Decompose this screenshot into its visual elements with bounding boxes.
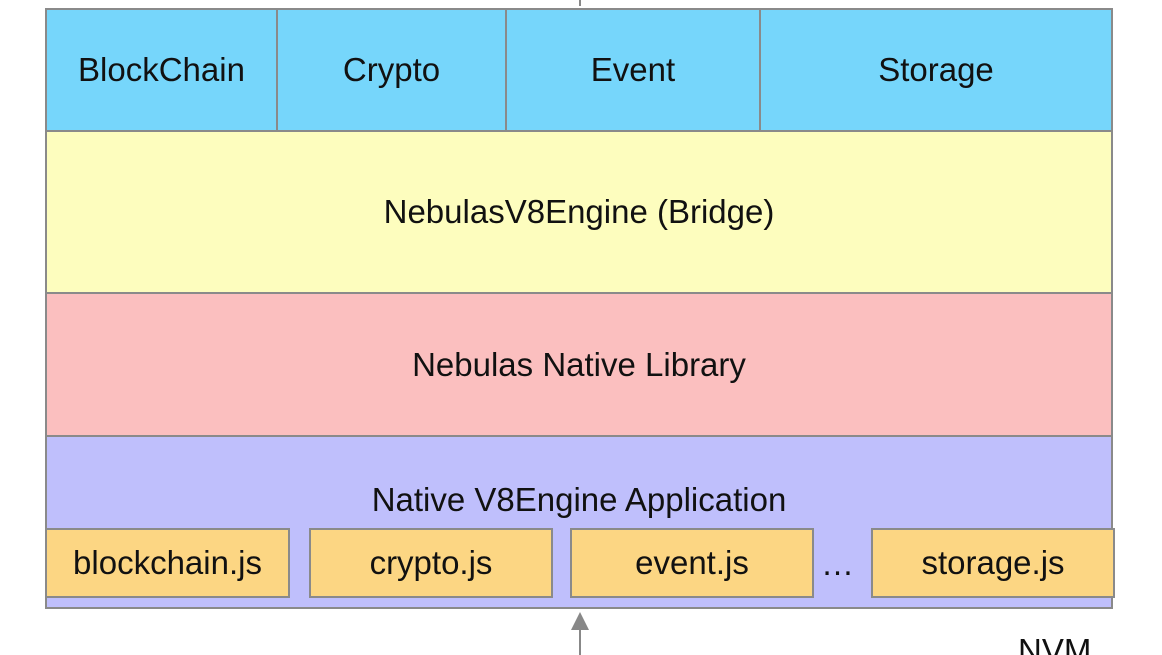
- module-label: BlockChain: [78, 51, 245, 88]
- ellipsis: …: [821, 545, 854, 582]
- bridge-layer-label: NebulasV8Engine (Bridge): [383, 193, 775, 230]
- up-arrow-icon: [571, 612, 589, 630]
- application-layer-label: Native V8Engine Application: [371, 481, 787, 518]
- jsfile-label: event.js: [635, 544, 749, 581]
- module-label: Event: [590, 51, 676, 88]
- jsfile-label: storage.js: [921, 544, 1065, 581]
- native-library-layer: Nebulas Native Library: [45, 292, 1113, 437]
- native-library-label: Nebulas Native Library: [412, 345, 746, 383]
- jsfile-event: event.js: [570, 528, 814, 598]
- jsfile-blockchain: blockchain.js: [45, 528, 290, 598]
- jsfile-crypto: crypto.js: [309, 528, 553, 598]
- module-event: Event: [505, 8, 761, 132]
- module-storage: Storage: [759, 8, 1113, 132]
- bridge-layer: NebulasV8Engine (Bridge): [45, 130, 1113, 294]
- module-label: Crypto: [342, 51, 441, 88]
- module-blockchain: BlockChain: [45, 8, 278, 132]
- module-crypto: Crypto: [276, 8, 507, 132]
- jsfile-label: blockchain.js: [73, 544, 262, 581]
- module-label: Storage: [878, 51, 994, 88]
- jsfile-storage: storage.js: [871, 528, 1115, 598]
- jsfile-label: crypto.js: [369, 544, 493, 581]
- bottom-arrow-line: [579, 628, 581, 655]
- top-arrow-line: [579, 0, 581, 6]
- nvm-label: NVM: [1018, 632, 1092, 655]
